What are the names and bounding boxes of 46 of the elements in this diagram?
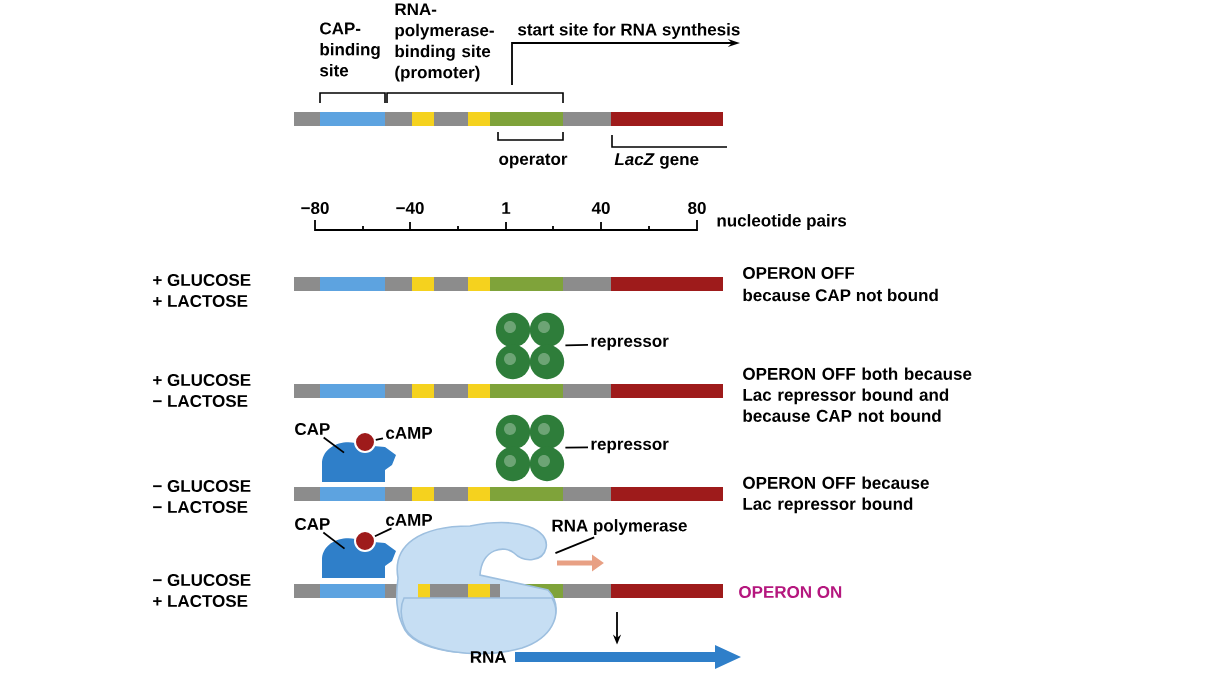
axis-label: nucleotide pairs [717,214,847,230]
repressor-drawing [495,312,565,380]
site-label: start site for RNA synthesis [518,23,740,39]
status-text: OPERON ON [739,586,842,598]
leader-line [374,527,393,538]
tick-label: 80 [688,202,706,214]
leader-line [322,436,345,454]
part-label: cAMP [386,514,433,526]
part-label: CAP [295,518,330,530]
part-label: RNA polymerase [552,519,687,535]
part-label: cAMP [386,427,433,439]
tick-label: −80 [301,202,329,214]
camp-molecule [354,530,376,552]
condition-label: + LACTOSE [153,295,248,307]
leader-line [322,531,346,550]
leader-line [564,343,589,347]
site-label: operator [499,153,568,169]
cap-protein-drawing [322,442,396,482]
condition-label: − GLUCOSE [153,574,251,586]
tick-label: −40 [396,202,424,214]
leader-line [374,437,384,441]
site-label: RNA- polymerase- binding site (promoter) [395,3,494,82]
camp-molecule [354,431,376,453]
site-label: CAP- binding site [320,22,380,77]
tick-label: 1 [502,202,511,214]
status-text: because CAP not bound [743,288,938,302]
site-label: LacZ gene [614,153,699,169]
leader-line [554,536,596,555]
status-text: OPERON OFF because Lac repressor bound [743,476,929,514]
part-label: CAP [295,423,330,435]
condition-label: + GLUCOSE [153,374,251,386]
leader-line [564,446,589,449]
condition-label: − LACTOSE [153,501,248,513]
arrow-label: RNA [470,651,507,663]
tick-label: 40 [591,202,610,214]
status-text: OPERON OFF both because Lac repressor bound and because CAP not bound [743,367,972,422]
condition-label: − GLUCOSE [153,480,251,492]
part-label: repressor [591,337,669,351]
condition-label: + GLUCOSE [153,274,251,286]
cap-protein-drawing [322,538,396,578]
part-label: repressor [591,440,669,454]
condition-label: + LACTOSE [153,595,248,607]
rna-arrow [515,645,741,669]
status-text: OPERON OFF [743,267,855,279]
condition-label: − LACTOSE [153,395,248,407]
repressor-drawing [495,414,565,482]
